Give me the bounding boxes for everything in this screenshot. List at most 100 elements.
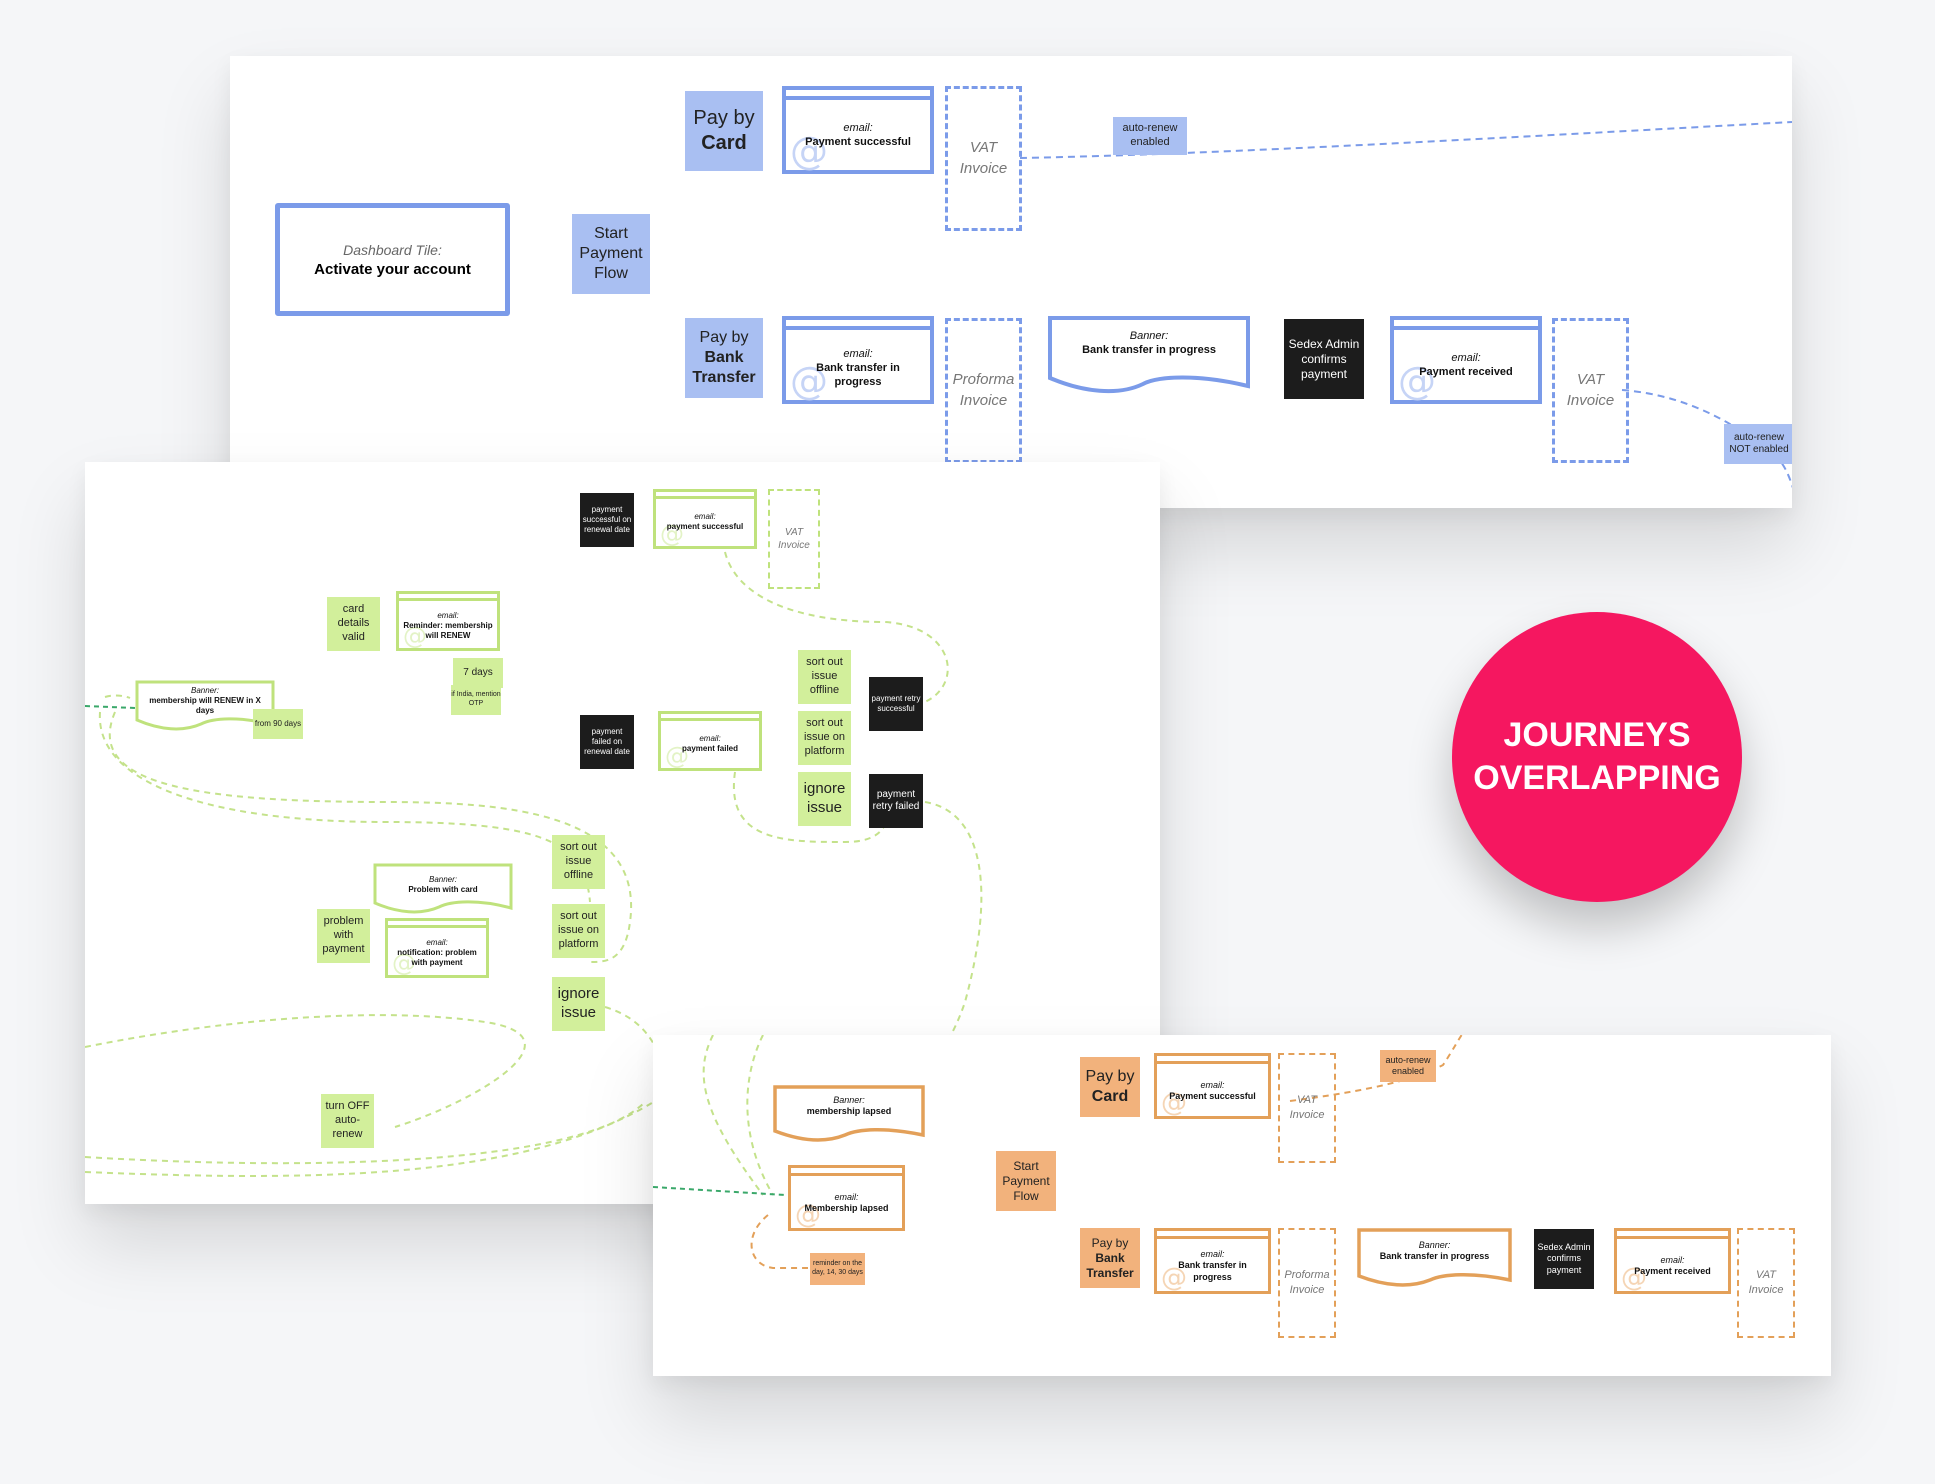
auto-renew-enabled-sticky: auto-renew enabled — [1113, 117, 1187, 155]
banner-prefix: Banner: — [833, 1095, 865, 1105]
reminder-days-sticky: reminder on the day, 14, 30 days — [810, 1253, 865, 1285]
at-sign-icon: @ — [403, 622, 427, 650]
email-notification-problem[interactable]: @ email:notification: problem with payme… — [385, 918, 489, 978]
banner-prefix: Banner: — [428, 875, 458, 884]
at-sign-icon: @ — [790, 129, 828, 173]
payment-successful-renewal-sticky: payment successful on renewal date — [580, 493, 634, 547]
email-title: Payment received — [1419, 365, 1513, 378]
proforma-invoice-orange[interactable]: Proforma Invoice — [1278, 1228, 1336, 1338]
banner-shape — [1357, 1228, 1512, 1287]
at-sign-icon: @ — [1398, 359, 1436, 403]
banner-title: membership will RENEW in X days — [149, 696, 261, 715]
blue-journey-panel: Dashboard Tile: Activate your account St… — [230, 56, 1792, 508]
pay-by-bank-sticky[interactable]: Pay by Bank Transfer — [685, 318, 763, 398]
email-prefix: email: — [426, 938, 448, 947]
vat-invoice-2[interactable]: VAT Invoice — [1552, 318, 1629, 463]
at-sign-icon: @ — [795, 1200, 821, 1230]
banner-bank-transfer-orange[interactable]: Banner:Bank transfer in progress — [1357, 1228, 1512, 1288]
email-payment-failed[interactable]: @ email:payment failed — [658, 711, 762, 771]
banner-shape — [773, 1085, 925, 1142]
banner-shape — [373, 863, 513, 914]
email-prefix: email: — [1200, 1249, 1225, 1259]
email-bank-transfer-in-progress[interactable]: @ email:Bank transfer in progress — [782, 316, 934, 404]
email-title: payment successful — [666, 522, 744, 531]
proforma-invoice[interactable]: Proforma Invoice — [945, 318, 1022, 463]
vat-invoice-green[interactable]: VAT Invoice — [768, 489, 820, 589]
email-title: payment failed — [681, 744, 738, 753]
at-sign-icon: @ — [1161, 1263, 1187, 1293]
card-details-valid-sticky: card details valid — [327, 597, 380, 651]
ignore-issue-sticky-1: ignore issue — [798, 772, 851, 826]
pay-by-bank-line1: Pay by — [1091, 1235, 1129, 1250]
email-title: Payment received — [1634, 1266, 1711, 1277]
pay-by-card-sticky-orange[interactable]: Pay by Card — [1080, 1057, 1140, 1117]
at-sign-icon: @ — [1161, 1088, 1187, 1118]
banner-prefix: Banner: — [1129, 330, 1169, 342]
sort-out-offline-sticky-2: sort out issue offline — [552, 835, 605, 889]
email-prefix: email: — [1660, 1255, 1685, 1265]
at-sign-icon: @ — [660, 520, 684, 548]
pay-by-card-line2: Card — [1091, 1088, 1129, 1105]
at-sign-icon: @ — [392, 949, 416, 977]
email-prefix: email: — [1451, 352, 1481, 364]
banner-title: Bank transfer in progress — [1082, 343, 1216, 356]
email-title: notification: problem with payment — [397, 948, 477, 967]
email-prefix: email: — [437, 611, 459, 620]
banner-title: membership lapsed — [806, 1106, 892, 1117]
banner-title: Problem with card — [408, 885, 478, 894]
dashboard-tile[interactable]: Dashboard Tile: Activate your account — [275, 203, 510, 316]
orange-journey-panel: Banner:membership lapsed @ email:Members… — [653, 1035, 1831, 1376]
pay-by-card-line1: Pay by — [1085, 1068, 1135, 1085]
banner-prefix: Banner: — [190, 686, 220, 695]
banner-shape — [1048, 316, 1250, 394]
auto-renew-enabled-sticky-orange: auto-renew enabled — [1380, 1050, 1436, 1082]
banner-prefix: Banner: — [1418, 1240, 1451, 1250]
badge-line-2: OVERLAPPING — [1473, 759, 1721, 797]
payment-failed-renewal-sticky: payment failed on renewal date — [580, 715, 634, 769]
email-payment-successful[interactable]: @ email:Payment successful — [782, 86, 934, 174]
banner-renew-days[interactable]: Banner:membership will RENEW in X days — [135, 680, 275, 732]
admin-confirms-sticky-orange: Sedex Admin confirms payment — [1534, 1229, 1594, 1289]
banner-problem-card[interactable]: Banner:Problem with card — [373, 863, 513, 915]
banner-bank-transfer[interactable]: Banner:Bank transfer in progress — [1048, 316, 1250, 396]
vat-invoice-orange[interactable]: VAT Invoice — [1278, 1053, 1336, 1163]
email-payment-successful-orange[interactable]: @ email:Payment successful — [1154, 1053, 1271, 1119]
india-otp-sticky: if India, mention OTP — [451, 685, 501, 715]
start-payment-flow-sticky[interactable]: Start Payment Flow — [572, 214, 650, 294]
banner-membership-lapsed[interactable]: Banner:membership lapsed — [773, 1085, 925, 1143]
email-prefix: email: — [694, 512, 716, 521]
email-prefix: email: — [1200, 1080, 1225, 1090]
pay-by-card-line2: Card — [701, 132, 747, 154]
email-membership-lapsed[interactable]: @ email:Membership lapsed — [788, 1165, 905, 1231]
auto-renew-not-enabled-sticky: auto-renew NOT enabled — [1724, 424, 1792, 464]
pay-by-card-sticky[interactable]: Pay by Card — [685, 91, 763, 171]
pay-by-card-line1: Pay by — [693, 107, 755, 129]
start-payment-flow-sticky-orange[interactable]: Start Payment Flow — [996, 1151, 1056, 1211]
payment-retry-failed-sticky: payment retry failed — [869, 774, 923, 828]
banner-title: Bank transfer in progress — [1379, 1251, 1490, 1262]
email-title: Bank transfer in progress — [1178, 1260, 1247, 1282]
email-title: Payment successful — [1169, 1091, 1256, 1102]
email-title: Payment successful — [805, 135, 911, 148]
email-title: Membership lapsed — [804, 1203, 889, 1214]
email-payment-received[interactable]: @ email:Payment received — [1390, 316, 1542, 404]
turn-off-auto-renew-sticky: turn OFF auto-renew — [321, 1094, 374, 1148]
email-payment-received-orange[interactable]: @ email:Payment received — [1614, 1228, 1731, 1294]
badge-line-1: JOURNEYS — [1503, 716, 1691, 754]
vat-invoice-2-orange[interactable]: VAT Invoice — [1737, 1228, 1795, 1338]
from-90-days-sticky: from 90 days — [253, 709, 303, 739]
problem-with-payment-sticky: problem with payment — [317, 909, 370, 963]
email-reminder-renew[interactable]: @ email:Reminder: membership will RENEW — [396, 591, 500, 651]
at-sign-icon: @ — [665, 742, 689, 770]
email-title: Reminder: membership will RENEW — [403, 621, 493, 640]
dashboard-tile-prefix: Dashboard Tile: — [343, 241, 442, 258]
seven-days-sticky: 7 days — [453, 658, 503, 688]
pay-by-bank-sticky-orange[interactable]: Pay by Bank Transfer — [1080, 1228, 1140, 1288]
journeys-overlapping-badge: JOURNEYS OVERLAPPING — [1452, 612, 1742, 902]
email-bank-transfer-orange[interactable]: @ email:Bank transfer in progress — [1154, 1228, 1271, 1294]
dashboard-tile-title: Activate your account — [314, 260, 471, 278]
vat-invoice[interactable]: VAT Invoice — [945, 86, 1022, 231]
admin-confirms-sticky: Sedex Admin confirms payment — [1284, 319, 1364, 399]
email-payment-successful-green[interactable]: @ email:payment successful — [653, 489, 757, 549]
email-prefix: email: — [843, 122, 873, 134]
